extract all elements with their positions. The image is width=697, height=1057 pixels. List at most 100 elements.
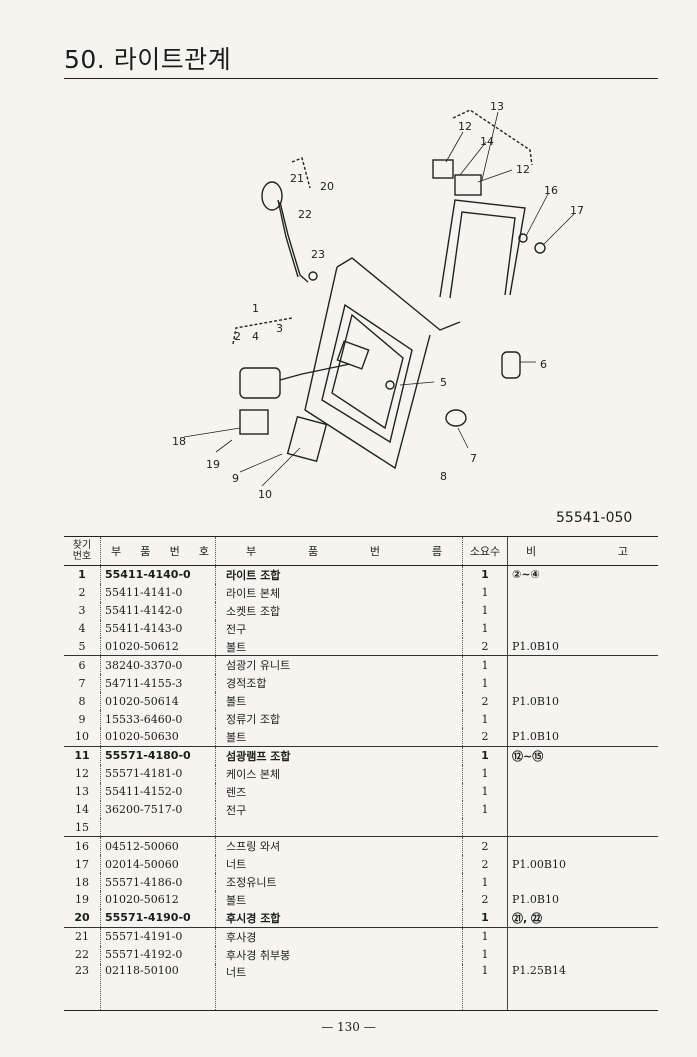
cell-part-number: 55411-4140-0 — [100, 565, 216, 584]
page-title: 50. 라이트관계 — [64, 45, 232, 74]
cell-part-name: 전구 — [215, 619, 463, 638]
exploded-parts-diagram: 13 12 14 12 16 17 21 20 22 23 1 2 4 3 5 … — [172, 100, 584, 501]
cell-part-number: 02014-50060 — [100, 855, 216, 874]
cell-quantity: 1 — [462, 908, 508, 928]
cell-quantity: 1 — [462, 583, 508, 602]
cell-remarks: ⑫~⑮ — [507, 745, 658, 765]
cell-part-number: 04512-50060 — [100, 836, 216, 856]
cell-part-name: 볼트 — [215, 891, 463, 909]
svg-text:2: 2 — [234, 330, 241, 343]
svg-text:23: 23 — [311, 248, 325, 261]
cell-ref-no: 4 — [78, 622, 86, 636]
cell-remarks: ㉑, ㉒ — [507, 908, 658, 928]
cell-part-number: 55411-4141-0 — [100, 583, 216, 602]
diagram-code: 55541-050 — [556, 510, 633, 526]
svg-text:7: 7 — [470, 452, 477, 465]
svg-text:6: 6 — [540, 358, 547, 371]
cell-part-name: 볼트 — [215, 728, 463, 747]
cell-part-number: 54711-4155-3 — [100, 674, 216, 693]
cell-quantity: 2 — [462, 891, 508, 909]
cell-quantity: 1 — [462, 873, 508, 892]
cell-part-number: 55571-4180-0 — [100, 745, 216, 765]
beacon-lens — [432, 159, 454, 179]
mirror-glass — [261, 181, 283, 211]
cell-part-name: 너트 — [215, 855, 463, 874]
cell-ref-no: 5 — [78, 640, 86, 653]
cell-remarks — [507, 710, 658, 729]
cell-part-name: 라이트 조합 — [215, 565, 463, 584]
cell-quantity: 2 — [462, 728, 508, 747]
cell-remarks — [507, 674, 658, 693]
cell-ref-no: 15 — [75, 820, 89, 834]
cell-ref-no: 16 — [64, 836, 101, 856]
cell-ref-no: 22 — [75, 948, 89, 962]
svg-text:10: 10 — [258, 488, 272, 501]
cell-part-name: 후사경 취부봉 — [215, 945, 463, 964]
cell-remarks — [507, 836, 658, 856]
cell-ref-no: 13 — [75, 785, 89, 799]
cell-part-number: 55411-4142-0 — [100, 601, 216, 620]
cell-ref-no: 8 — [78, 694, 86, 708]
cell-ref-no: 2 — [78, 586, 86, 600]
svg-text:12: 12 — [516, 163, 530, 176]
cell-remarks: P1.0B10 — [507, 692, 658, 711]
cell-part-name: 정류기 조합 — [215, 710, 463, 729]
cell-part-name: 볼트 — [215, 692, 463, 711]
svg-text:14: 14 — [480, 135, 494, 148]
svg-text:3: 3 — [276, 322, 283, 335]
cell-quantity: 2 — [462, 855, 508, 874]
regulator — [286, 415, 328, 463]
cell-part-number: 01020-50614 — [100, 692, 216, 711]
cell-remarks — [507, 601, 658, 620]
cell-quantity: 1 — [462, 619, 508, 638]
cell-quantity: 1 — [462, 963, 508, 1011]
header-quantity: 소요수 — [462, 536, 508, 566]
cell-quantity: 2 — [462, 836, 508, 856]
cell-ref-no: 7 — [78, 676, 86, 690]
cell-part-number: 38240-3370-0 — [100, 655, 216, 675]
cell-remarks: P1.25B14 — [507, 963, 658, 1011]
cell-remarks — [507, 655, 658, 675]
cell-remarks — [507, 926, 658, 946]
cell-quantity: 1 — [462, 655, 508, 675]
cell-part-name: 소켓트 조합 — [215, 601, 463, 620]
svg-text:18: 18 — [172, 435, 186, 448]
cell-part-number: 55411-4152-0 — [100, 782, 216, 801]
cell-remarks — [507, 619, 658, 638]
cell-part-number: 02118-50100 — [100, 963, 216, 1011]
panel-plate — [304, 266, 431, 470]
cell-remarks: P1.00B10 — [507, 855, 658, 874]
cell-part-number: 01020-50630 — [100, 728, 216, 747]
cell-quantity — [462, 818, 508, 837]
cell-part-name: 섬광램프 조합 — [215, 745, 463, 765]
cell-ref-no: 6 — [64, 655, 101, 675]
table-row: 15 — [64, 818, 658, 837]
cell-part-name: 후사경 — [215, 926, 463, 946]
cell-ref-no: 19 — [75, 893, 89, 907]
beacon-case — [454, 174, 482, 196]
cell-remarks — [507, 873, 658, 892]
svg-text:22: 22 — [298, 208, 312, 221]
cell-part-number — [100, 818, 216, 837]
cell-remarks: P1.0B10 — [507, 637, 658, 656]
cell-ref-no: 10 — [75, 730, 89, 744]
page-number: — 130 — — [321, 1020, 376, 1034]
cell-part-number: 55571-4181-0 — [100, 764, 216, 783]
svg-text:9: 9 — [232, 472, 239, 485]
cell-ref-no: 14 — [75, 803, 89, 817]
cell-part-name: 케이스 본체 — [215, 764, 463, 783]
cell-part-name: 스프링 와셔 — [215, 836, 463, 856]
